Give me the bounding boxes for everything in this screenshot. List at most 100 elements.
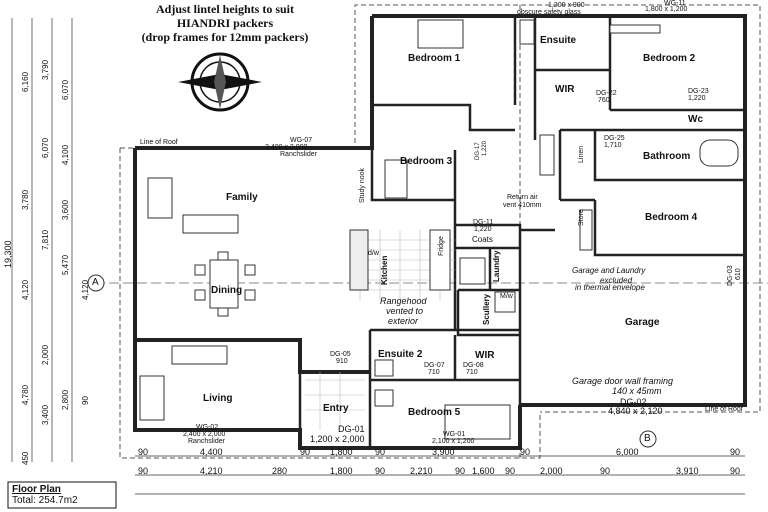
opening-dg22-size: 760: [598, 97, 610, 104]
opening-dg11: DG-11: [473, 219, 494, 226]
dim-bottom-r2-9: 90: [505, 466, 516, 476]
dim-left-5: 450: [21, 451, 30, 465]
dim-bottom-r1-7: 90: [520, 447, 531, 457]
room-garage: Garage: [625, 317, 660, 328]
dim-overall: 19,300: [3, 240, 13, 268]
grid-label-b: B: [644, 433, 651, 444]
opening-wg11: WG-11: [664, 0, 686, 7]
dim-bottom-r2-1: 90: [138, 466, 149, 476]
opening-dg23-size: 1,220: [688, 95, 706, 102]
floor-plan-total: Total: 254.7m2: [12, 495, 78, 506]
dim-bottom-r2-12: 3,910: [676, 466, 699, 476]
note-garage-laundry-2: excluded: [600, 276, 633, 285]
opening-dg05-size: 910: [336, 358, 348, 365]
dim-bottom-r1-1: 90: [138, 447, 149, 457]
opening-wg02-note: Ranchslider: [188, 438, 225, 445]
opening-dg03-size: 610: [735, 268, 742, 280]
dim-bottom-r2-6: 2,210: [410, 466, 433, 476]
label-linen: Linen: [578, 145, 585, 163]
opening-wg11-size: 1,800 x 1,200: [645, 6, 688, 13]
header-note: Adjust lintel heights to suit HIANDRI pa…: [100, 2, 350, 44]
note-rangehood-3: exterior: [388, 316, 419, 326]
dim-bottom-r1-9: 90: [730, 447, 741, 457]
opening-dg01-size: 1,200 x 2,000: [310, 434, 365, 444]
opening-dg02-size: 4,840 x 2,120: [608, 406, 663, 416]
room-wir: WIR: [555, 84, 575, 95]
grid-b-marker: [639, 430, 657, 448]
dim-bottom-r2-8: 1,600: [472, 466, 495, 476]
opening-wg01-size: 2,100 x 1,200: [432, 438, 475, 445]
opening-dg08: DG-08: [463, 362, 484, 369]
opening-wg02-size: 2,400 x 2,000: [183, 431, 226, 438]
opening-dg17: DG-17: [475, 142, 481, 160]
dim-bottom-r2-11: 90: [600, 466, 611, 476]
opening-dg03: DG-03: [727, 265, 734, 286]
dim-left-4: 4,780: [21, 384, 30, 405]
note-mw: M/w: [500, 293, 513, 300]
header-note-line1: Adjust lintel heights to suit: [155, 2, 295, 16]
opening-dg08-size: 710: [466, 369, 478, 376]
note-rangehood-1: Rangehood: [380, 296, 427, 306]
dim-left-c3-3: 3,600: [61, 199, 70, 220]
dim-bottom-r1-2: 4,400: [200, 447, 223, 457]
opening-dg17-size: 1,220: [482, 140, 488, 156]
room-ensuite2: Ensuite 2: [378, 349, 423, 360]
interior-walls: [298, 16, 745, 448]
dim-bottom-r1-4: 1,800: [330, 447, 353, 457]
room-entry: Entry: [323, 403, 349, 414]
note-line-of-roof-bottom: Line of Roof: [705, 406, 743, 413]
dim-bottom-r1-6: 3,900: [432, 447, 455, 457]
dim-bottom-r1-5: 90: [375, 447, 386, 457]
grid-a-marker: [87, 274, 105, 292]
dim-left-c3-5: 2,800: [61, 389, 70, 410]
kitchen-island: [349, 229, 369, 291]
room-laundry: Laundry: [492, 250, 501, 282]
room-ensuite: Ensuite: [540, 35, 577, 46]
dim-bottom-r1-3: 90: [300, 447, 311, 457]
opening-dg11-size: 1,220: [474, 226, 492, 233]
opening-dg25: DG-25: [604, 135, 625, 142]
kitchen-bench: [429, 229, 451, 291]
note-garage-laundry-3: in thermal envelope: [575, 283, 645, 292]
dim-bottom-r2-5: 90: [375, 466, 386, 476]
opening-dg07: DG-07: [424, 362, 445, 369]
room-kitchen: Kitchen: [380, 255, 389, 285]
dim-left-2: 3,780: [21, 189, 30, 210]
opening-wg07-note: Ranchslider: [280, 151, 317, 158]
room-wir2: WIR: [475, 350, 495, 361]
label-fridge: Fridge: [438, 236, 445, 256]
room-living: Living: [203, 393, 233, 404]
north-arrow: [178, 52, 262, 112]
dim-left-1: 6,160: [21, 71, 30, 92]
room-wc: Wc: [688, 114, 703, 125]
dim-left-c3-2: 4,100: [61, 144, 70, 165]
room-bedroom5: Bedroom 5: [408, 407, 461, 418]
dim-bottom-r2-4: 1,800: [330, 466, 353, 476]
dim-left-c2-2: 6,070: [41, 137, 50, 158]
dim-left-c2-4: 2,000: [41, 344, 50, 365]
room-family: Family: [226, 192, 258, 203]
room-bedroom1: Bedroom 1: [408, 53, 461, 64]
room-bedroom4: Bedroom 4: [645, 212, 698, 223]
opening-dg05: DG-05: [330, 351, 351, 358]
opening-dg23: DG-23: [688, 88, 709, 95]
room-dining: Dining: [211, 285, 243, 296]
opening-dg07-size: 710: [428, 369, 440, 376]
note-dw: d/w: [368, 250, 379, 257]
floor-plan-box: [7, 481, 117, 509]
opening-wg01: WG-01: [443, 431, 466, 438]
note-return-air: Return air: [507, 194, 538, 201]
opening-top-window: 1,200 x 900: [548, 2, 585, 9]
room-study-nook: Study nook: [359, 167, 366, 203]
room-bedroom2: Bedroom 2: [643, 53, 696, 64]
note-safety-glass: obscure safety glass: [517, 9, 581, 16]
room-bathroom: Bathroom: [643, 151, 691, 162]
dim-left-c2-5: 3,400: [41, 404, 50, 425]
label-store: Store: [578, 209, 585, 226]
grid-label-a: A: [92, 277, 99, 288]
note-garage-door-2: 140 x 45mm: [612, 386, 662, 396]
dim-bottom-r2-2: 4,210: [200, 466, 223, 476]
dim-left-c4-1: 4,120: [81, 279, 90, 300]
opening-wg07: WG-07: [290, 137, 313, 144]
dim-left-c2-1: 3,790: [41, 59, 50, 80]
